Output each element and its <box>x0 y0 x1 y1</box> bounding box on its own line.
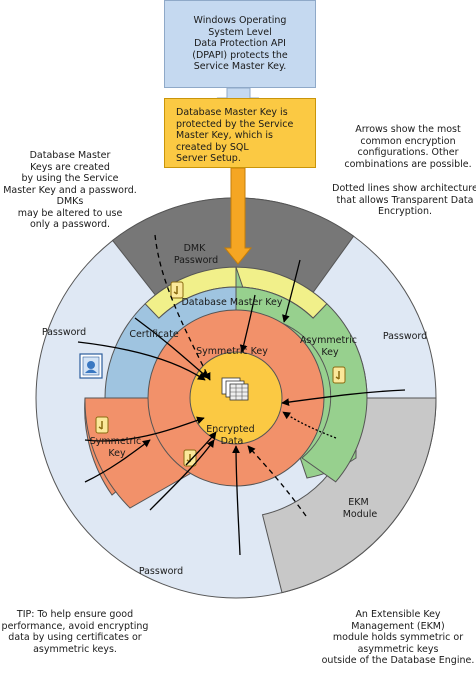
password-left-arrow <box>77 341 206 381</box>
dpapi-box: Windows Operating System Level Data Prot… <box>164 0 316 88</box>
label-ekm-module: EKM Module <box>343 497 378 520</box>
key-icon <box>183 449 197 467</box>
note-arrows: Arrows show the most common encryption c… <box>344 124 472 170</box>
symmetric-inner-arrow <box>185 431 217 466</box>
password-bottom-arrow-1 <box>149 439 215 511</box>
password-bottom-arrow-2 <box>232 445 241 556</box>
label-encrypted-data: Encrypted Data <box>206 424 257 447</box>
label-symmetric-key-outer: Symmetric Key <box>90 436 145 459</box>
certificate-arrow <box>134 317 209 379</box>
key-icon <box>170 281 184 299</box>
label-password-right: Password <box>383 331 427 342</box>
data-pages-icon <box>221 377 249 401</box>
dmk-to-symmetric-arrow <box>239 294 256 353</box>
dmk-down-arrow <box>223 167 253 265</box>
ekm-dashed-arrow <box>247 445 307 517</box>
note-dotted-lines: Dotted lines show architecture that allo… <box>332 183 476 217</box>
symmetric-outer-arrow <box>84 416 205 442</box>
key-icon <box>95 416 109 434</box>
label-password-bottom: Password <box>139 566 183 577</box>
note-dmk-creation: Database Master Keys are created by usin… <box>3 150 137 230</box>
label-asymmetric-key: Asymmetric Key <box>300 335 360 358</box>
password-right-arrow <box>281 389 406 406</box>
label-symmetric-key-inner: Symmetric Key <box>196 346 268 357</box>
dmk-to-asymmetric-arrow <box>282 259 301 323</box>
label-database-master-key: Database Master Key <box>181 297 282 308</box>
asymmetric-key-band-main <box>235 286 368 483</box>
dpapi-box-text: Windows Operating System Level Data Prot… <box>192 15 288 72</box>
note-tip: TIP: To help ensure good performance, av… <box>1 609 149 655</box>
key-icon <box>332 366 346 384</box>
dmk-box: Database Master Key is protected by the … <box>164 98 316 168</box>
dmk-box-text: Database Master Key is protected by the … <box>176 107 294 164</box>
certificate-icon <box>79 353 103 379</box>
label-certificate: Certificate <box>129 329 179 340</box>
password-bottom-arrow-3 <box>84 439 151 483</box>
label-dmk-password: DMK Password <box>174 243 218 266</box>
note-ekm: An Extensible Key Management (EKM) modul… <box>321 609 475 666</box>
label-password-left: Password <box>42 327 86 338</box>
